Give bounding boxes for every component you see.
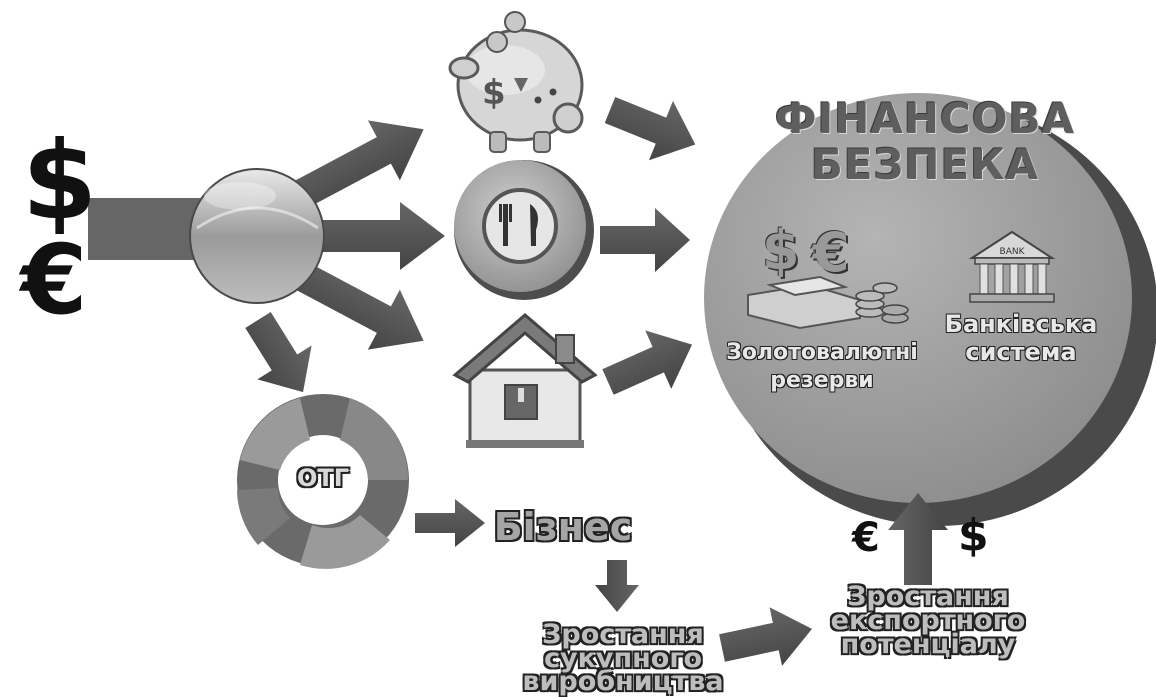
export-growth-line1: Зростання <box>847 581 1009 612</box>
dollar-symbol-left: $ <box>22 119 98 244</box>
otg-to-business-arrow <box>415 499 485 547</box>
budget-sphere <box>189 168 325 304</box>
ball-to-house-arrow <box>292 261 424 350</box>
financial-security-title-line2: БЕЗПЕКА <box>810 140 1040 189</box>
export-to-security-arrow <box>888 493 948 585</box>
bank-building-icon: BANK <box>968 230 1056 303</box>
ball-to-plate-arrow <box>310 202 445 270</box>
banking-label-line2: система <box>965 338 1077 366</box>
export-growth-line3: потенціалу <box>840 629 1016 660</box>
banking-label-line1: Банківська <box>944 310 1098 338</box>
otg-label: ОТГ <box>296 464 350 492</box>
production-growth-line1: Зростання <box>542 619 704 650</box>
dollar-symbol-reserves: $ <box>762 219 800 282</box>
ball-to-otg-arrow <box>245 312 312 393</box>
reserves-label-line1: Золотовалютні <box>726 340 918 365</box>
production-growth-line2: сукупного <box>543 643 703 674</box>
house-to-security-arrow <box>602 330 693 395</box>
production-growth-line3: виробництва <box>522 666 724 697</box>
euro-symbol-export: € <box>852 515 880 561</box>
svg-text:$: $ <box>482 73 506 113</box>
export-growth-line2: експортного <box>830 605 1026 636</box>
ball-to-piggy-arrow <box>292 120 424 209</box>
business-to-production-arrow <box>595 560 639 612</box>
euro-symbol-left: € <box>20 224 88 336</box>
piggy-to-security-arrow <box>604 97 696 161</box>
plate-to-security-arrow <box>600 208 690 272</box>
financial-security-title-line1: ФІНАНСОВА <box>774 94 1076 143</box>
business-label: Бізнес <box>493 505 633 549</box>
plate-icon <box>454 160 594 300</box>
otg-cycle-icon <box>237 394 409 569</box>
gold-reserves-icon <box>747 275 909 330</box>
production-to-export-arrow <box>719 607 812 666</box>
dollar-symbol-export: $ <box>958 510 989 561</box>
euro-symbol-reserves: € <box>812 221 850 284</box>
house-icon <box>452 313 598 448</box>
financial-security-circle <box>704 93 1156 526</box>
bank-sign-text: BANK <box>1000 247 1026 257</box>
piggy-bank-icon: $ <box>448 11 584 153</box>
reserves-label-line2: резерви <box>770 368 874 393</box>
